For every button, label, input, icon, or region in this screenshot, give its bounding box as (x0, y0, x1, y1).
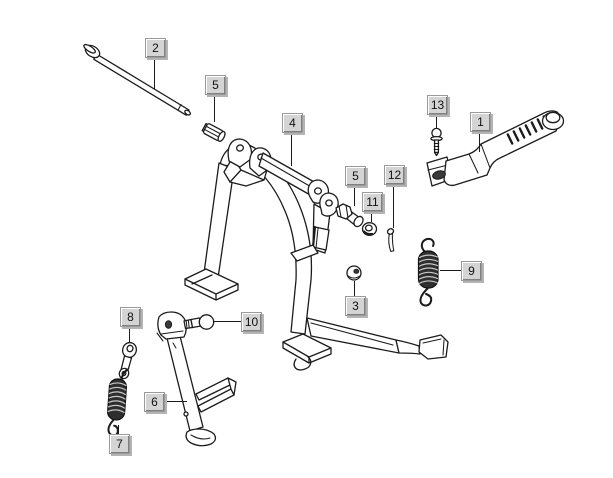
part-bushing (346, 265, 362, 281)
part-screw (430, 127, 443, 157)
part-split-pin (386, 228, 395, 253)
callout-pivot-axle-rod[interactable]: 2 (145, 38, 166, 58)
callout-hex-bolt[interactable]: 5 (345, 166, 366, 186)
callout-spring-link[interactable]: 8 (120, 307, 141, 327)
callout-split-pin[interactable]: 12 (384, 165, 405, 185)
part-side-stand-spring (107, 368, 129, 437)
part-spring-link (118, 341, 138, 380)
part-stand-lever (426, 110, 565, 187)
callout-stand-spring[interactable]: 9 (461, 261, 482, 281)
callout-side-stand-bolt[interactable]: 10 (241, 312, 262, 332)
callout-center-stand[interactable]: 4 (282, 113, 303, 133)
part-washer-nut (361, 222, 378, 236)
part-side-stand (156, 311, 237, 447)
callout-washer-nut[interactable]: 11 (362, 192, 383, 212)
callout-bushing[interactable]: 3 (345, 296, 366, 316)
leader-lines (118, 57, 480, 434)
part-stand-spring (417, 237, 439, 307)
callout-side-stand[interactable]: 6 (144, 392, 165, 412)
callout-side-stand-spring[interactable]: 7 (109, 434, 130, 454)
callout-spacer-nut[interactable]: 5 (205, 75, 226, 95)
part-pivot-axle-rod (83, 43, 192, 116)
callout-screw[interactable]: 13 (427, 95, 448, 115)
part-side-stand-bolt (183, 314, 215, 330)
part-center-stand (184, 138, 449, 371)
part-spacer-nut (201, 122, 226, 143)
part-hex-bolt (335, 203, 364, 228)
callout-stand-lever[interactable]: 1 (470, 112, 491, 132)
